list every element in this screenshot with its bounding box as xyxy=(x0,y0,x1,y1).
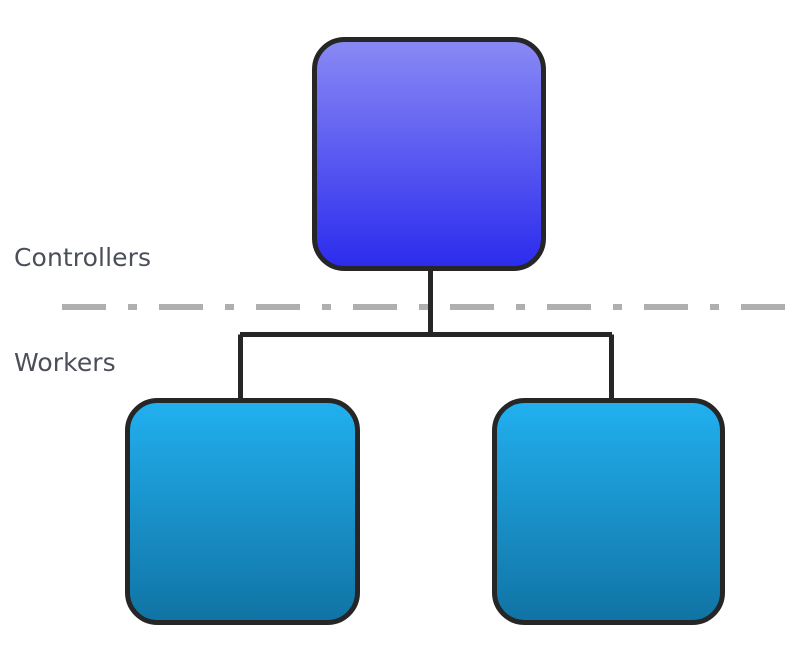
worker-node-2[interactable] xyxy=(492,398,725,625)
tier-label-controllers: Controllers xyxy=(14,243,152,272)
worker-node-1[interactable] xyxy=(125,398,360,625)
tier-label-workers: Workers xyxy=(14,348,116,377)
controller-node-1[interactable] xyxy=(312,37,546,271)
connector-edges xyxy=(238,268,614,401)
